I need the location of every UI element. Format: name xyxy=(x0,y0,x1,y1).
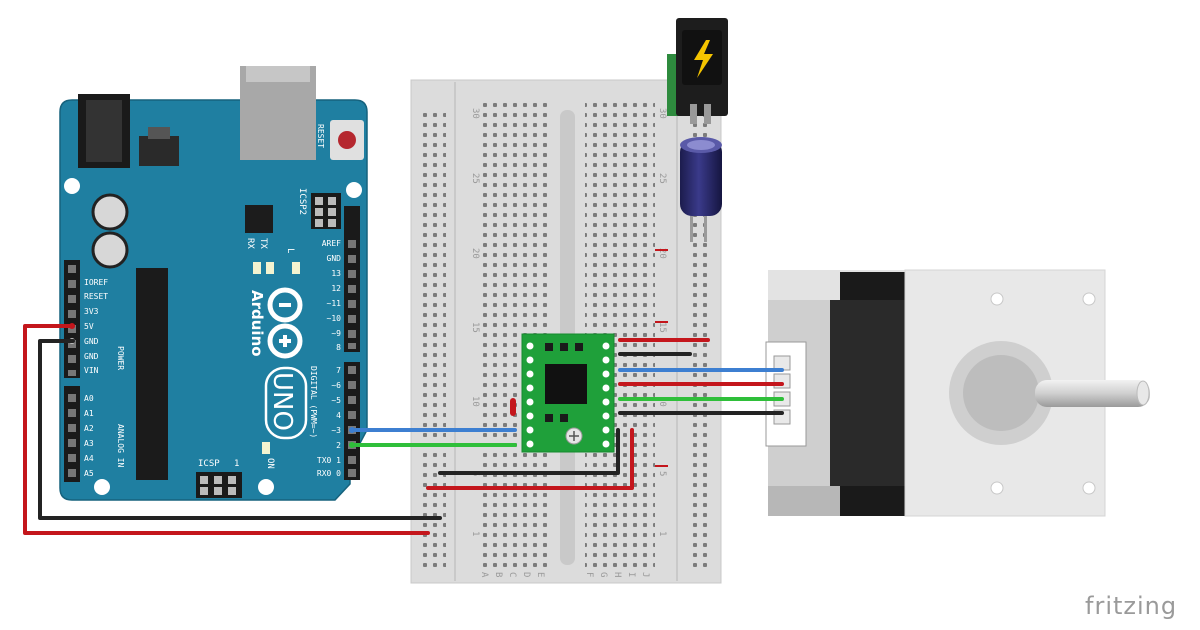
lightning-icon xyxy=(694,40,713,78)
row-number: 25 xyxy=(657,173,667,184)
tx-label: TX xyxy=(258,238,268,249)
pin-label: AREF xyxy=(322,239,341,248)
column-letter: J xyxy=(640,572,650,577)
pin-label: ~3 xyxy=(331,426,341,435)
column-letter: B xyxy=(493,572,503,577)
wire-driver-gnd xyxy=(438,428,620,475)
row-number: 20 xyxy=(657,248,667,259)
pin-label: TX0 1 xyxy=(317,456,341,465)
row-number: 1 xyxy=(657,531,667,536)
fritzing-brand-mark: fritzing xyxy=(1085,592,1178,620)
pin-label: A2 xyxy=(84,424,94,433)
arduino-uno-board: RESET ICSP2 TX RX L Arduino UNO xyxy=(59,66,368,501)
breadboard: 30 25 20 15 10 5 1 30 25 20 15 10 5 1 A … xyxy=(410,79,722,584)
pin-label: A0 xyxy=(84,394,94,403)
column-letter: I xyxy=(626,572,636,577)
column-letter: D xyxy=(521,572,531,577)
pin-label: A3 xyxy=(84,439,94,448)
row-number: 10 xyxy=(657,396,667,407)
icsp-pin1-label: 1 xyxy=(234,459,239,469)
wire-driver-vdd xyxy=(426,428,634,490)
dc-power-jack xyxy=(667,18,728,124)
row-number: 20 xyxy=(470,248,480,259)
pin-label: GND xyxy=(84,337,99,346)
row-number: 30 xyxy=(470,108,480,119)
pin-label: 2 xyxy=(336,441,341,450)
on-label: ON xyxy=(265,458,275,469)
column-letter: E xyxy=(535,572,545,577)
pin-label: ~10 xyxy=(327,314,342,323)
wires xyxy=(23,324,784,535)
column-letter: C xyxy=(507,572,517,577)
pin-label: A4 xyxy=(84,454,94,463)
wire-gnd xyxy=(38,339,442,520)
digital-group-label: DIGITAL (PWM=~) xyxy=(309,366,318,438)
reset-label: RESET xyxy=(316,124,325,148)
pin-label: 5V xyxy=(84,322,94,331)
pin-label: ~9 xyxy=(331,329,341,338)
power-group-label: POWER xyxy=(116,346,125,370)
pin-label: GND xyxy=(327,254,342,263)
icsp2-label: ICSP2 xyxy=(297,188,307,215)
pin-label: 4 xyxy=(336,411,341,420)
row-number: 5 xyxy=(657,471,667,476)
pin-label: ~5 xyxy=(331,396,341,405)
electrolytic-capacitor xyxy=(680,137,722,242)
icsp-label: ICSP xyxy=(198,459,220,469)
column-letter: A xyxy=(479,572,489,578)
arduino-logo xyxy=(267,287,303,359)
pin-label: 13 xyxy=(331,269,341,278)
stepper-motor xyxy=(765,269,1150,517)
pin-label: A5 xyxy=(84,469,94,478)
rx-label: RX xyxy=(245,238,255,249)
pin-label: IOREF xyxy=(84,278,108,287)
column-letter: G xyxy=(598,572,608,577)
board-model: UNO xyxy=(267,372,297,431)
row-number: 15 xyxy=(470,322,480,333)
pin-label: ~6 xyxy=(331,381,341,390)
column-letter: F xyxy=(584,572,594,577)
row-number: 1 xyxy=(470,531,480,536)
stepper-driver-module xyxy=(521,333,615,453)
row-number: 25 xyxy=(470,173,480,184)
row-number: 15 xyxy=(657,322,667,333)
pin-label: A1 xyxy=(84,409,94,418)
analog-group-label: ANALOG IN xyxy=(116,424,125,468)
column-letter: H xyxy=(612,572,622,577)
pin-label: VIN xyxy=(84,366,99,375)
wire-5v xyxy=(23,324,430,535)
row-number: 30 xyxy=(657,108,667,119)
pin-label: GND xyxy=(84,352,99,361)
pin-label: 3V3 xyxy=(84,307,99,316)
pin-label: 12 xyxy=(331,284,341,293)
arduino-brand-text: Arduino xyxy=(248,290,266,357)
pin-label: 7 xyxy=(336,366,341,375)
pin-label: 8 xyxy=(336,343,341,352)
pin-label: ~11 xyxy=(327,299,342,308)
row-number: 10 xyxy=(470,396,480,407)
l-led-label: L xyxy=(285,248,295,253)
pin-label: RESET xyxy=(84,292,108,301)
pin-label: RX0 0 xyxy=(317,469,341,478)
